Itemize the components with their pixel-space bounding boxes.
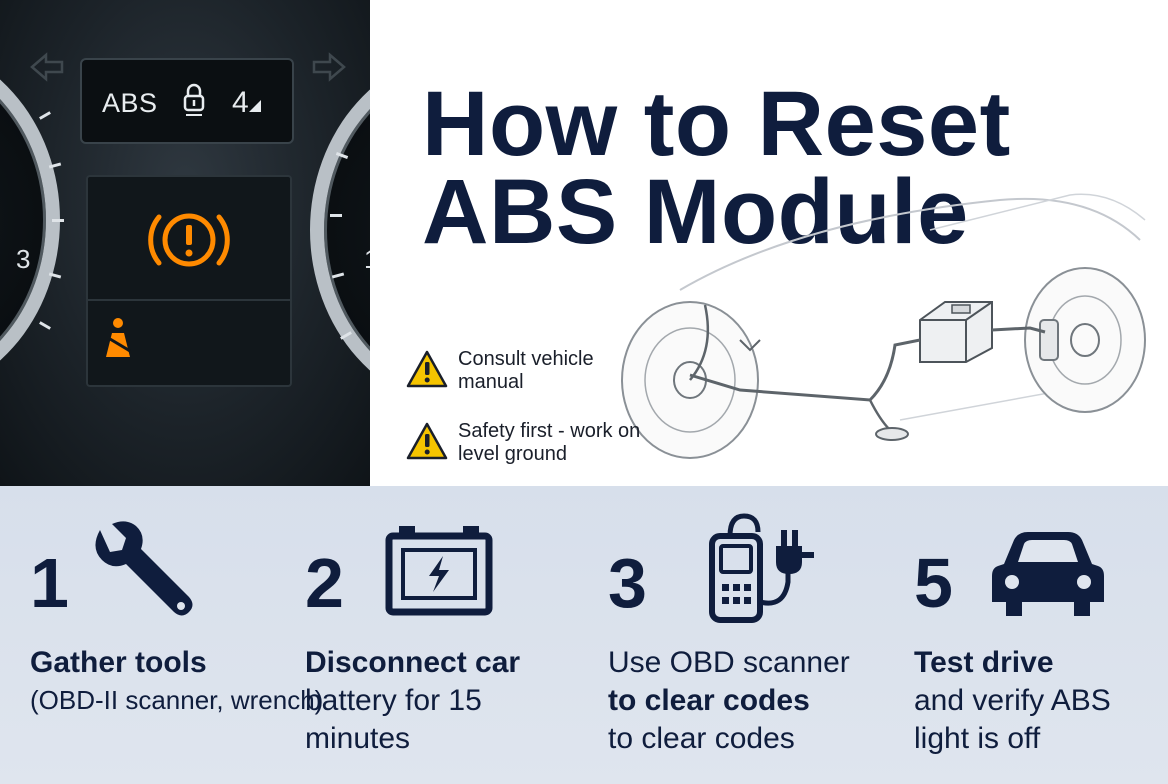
gauge-number: 3 [16, 244, 31, 274]
step-detail: (OBD-II scanner, wrench) [30, 685, 324, 715]
seatbelt-warning-icon [106, 318, 131, 357]
gauge-tick [39, 321, 51, 330]
abs-system-illustration [621, 193, 1146, 459]
indicator-number: 4 [232, 86, 261, 120]
display-divider [88, 299, 290, 301]
gauge-tick [39, 111, 51, 120]
lock-icon [183, 83, 205, 116]
step-title-part: Use OBD scanner [608, 646, 850, 679]
right-turn-arrow-icon [312, 52, 346, 82]
step-title: Test drive [914, 646, 1054, 679]
gauge-tick [331, 272, 345, 279]
warning-triangle-icon [406, 422, 448, 460]
warning-note: Consult vehicle manual [406, 348, 658, 394]
gauge-number: 1 [364, 244, 370, 275]
step-title: Gather tools [30, 646, 207, 679]
abs-indicator-label: ABS [102, 88, 158, 118]
gauge-tick [48, 272, 62, 279]
obd-scanner-icon [709, 513, 814, 623]
steps-band: 1 Gather tools (OBD-II scanner, wrench) … [0, 486, 1168, 784]
step-number: 5 [914, 544, 953, 622]
gauge-tick [48, 162, 62, 169]
gauge-tick [52, 219, 64, 222]
step-text: Use OBD scanner to clear codes to clear c… [608, 644, 908, 758]
warning-text: Safety first - work on level ground [458, 420, 641, 465]
step-3: 3 Use OBD scanner to clear codes to clear… [608, 486, 908, 784]
step-text: Test drive and verify ABS light is off [914, 644, 1164, 758]
small-triangle-icon [248, 100, 261, 112]
warning-triangle-icon [406, 350, 448, 388]
gauge-tick [335, 152, 349, 159]
title-line-1: How to Reset [422, 73, 1011, 175]
warning-note: Safety first - work on level ground [406, 420, 658, 466]
tachometer-gauge: 1 [310, 50, 370, 410]
step-title-text: Use OBD scanner to clear codes [608, 644, 898, 720]
warning-text: Consult vehicle manual [458, 348, 594, 393]
page-title: How to Reset ABS Module [422, 73, 1142, 263]
speedometer-gauge: 3 [0, 40, 64, 400]
step-detail: to clear codes [608, 722, 795, 755]
step-title: Disconnect car [305, 646, 521, 679]
car-icon [992, 532, 1104, 616]
step-5: 5 Test drive and verify ABS light is off [914, 486, 1154, 784]
step-detail: and verify ABS light is off [914, 684, 1111, 755]
wrench-icon [95, 521, 193, 616]
step-title: Use OBD scanner to clear codes [608, 644, 898, 720]
step-detail: battery for 15 minutes [305, 684, 482, 755]
step-2: 2 Disconnect car battery for 15 minutes [305, 486, 595, 784]
brake-warning-icon [148, 213, 230, 267]
step-number: 3 [608, 544, 647, 622]
step-1: 1 Gather tools (OBD-II scanner, wrench) [30, 486, 323, 784]
center-warning-display [86, 175, 292, 387]
title-line-2: ABS Module [422, 161, 969, 263]
step-number: 1 [30, 544, 69, 622]
step-text: Gather tools (OBD-II scanner, wrench) [30, 644, 330, 718]
gauge-tick [330, 214, 342, 217]
left-turn-arrow-icon [30, 52, 64, 82]
step-text: Disconnect car battery for 15 minutes [305, 644, 605, 758]
dashboard-panel: 3 1 ABS 4 [0, 0, 370, 486]
gauge-tick [340, 331, 352, 340]
top-info-display: ABS 4 [80, 58, 294, 144]
step-number: 2 [305, 544, 344, 622]
battery-icon [385, 526, 493, 616]
step-title-part: to clear codes [608, 684, 810, 717]
indicator-number-text: 4 [232, 86, 249, 119]
